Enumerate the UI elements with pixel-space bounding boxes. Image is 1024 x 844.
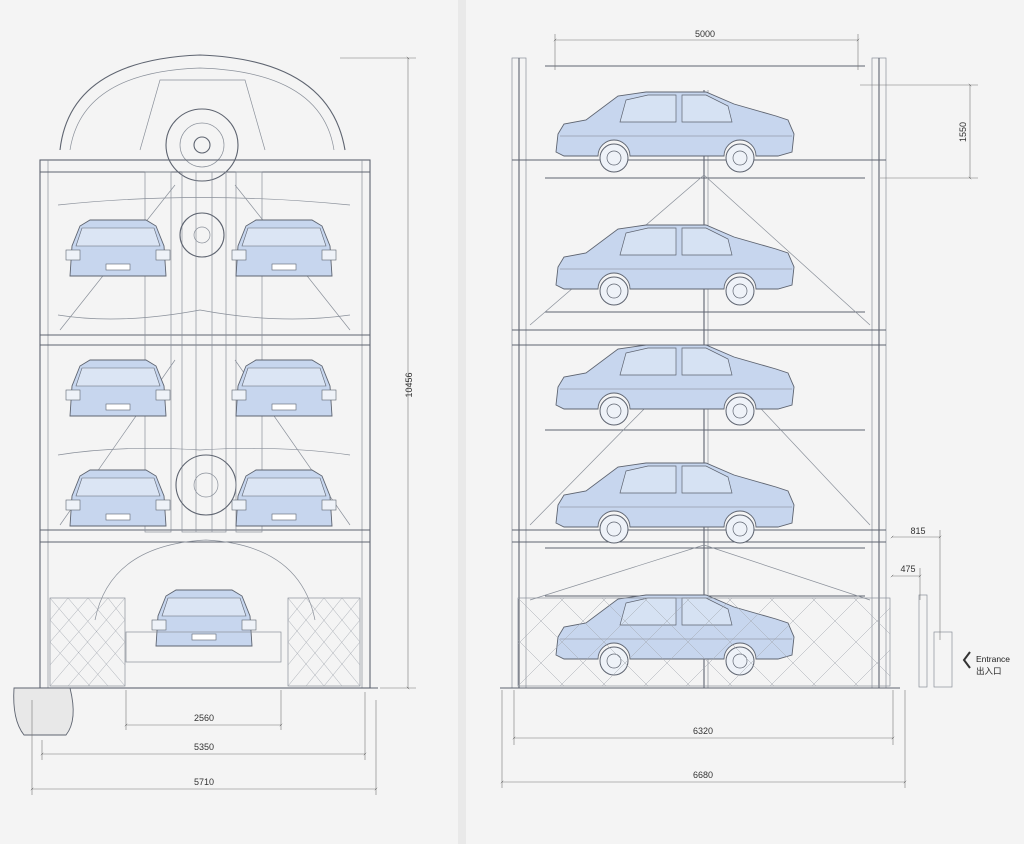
- dim-top-span: 5000: [695, 29, 715, 39]
- side-view: 5000 1550 815 475 6320 6680: [500, 29, 1010, 788]
- front-view-panel: [0, 0, 458, 844]
- dim-offset-large: 815: [910, 526, 925, 536]
- chevron-left-icon: [962, 651, 971, 669]
- entrance-label: Entrance: [976, 654, 1010, 664]
- dim-frame-width: 5350: [194, 742, 214, 752]
- front-view: 10456 2560 5350 5710: [13, 54, 416, 795]
- dim-total-height: 10456: [404, 372, 414, 397]
- dim-inner-width: 2560: [194, 713, 214, 723]
- dim-frame-length: 6320: [693, 726, 713, 736]
- dim-overall-length: 6680: [693, 770, 713, 780]
- dim-offset-small: 475: [900, 564, 915, 574]
- entrance-label-cn: 出入口: [976, 666, 1002, 676]
- dim-overall-width: 5710: [194, 777, 214, 787]
- dim-level-height: 1550: [958, 122, 968, 142]
